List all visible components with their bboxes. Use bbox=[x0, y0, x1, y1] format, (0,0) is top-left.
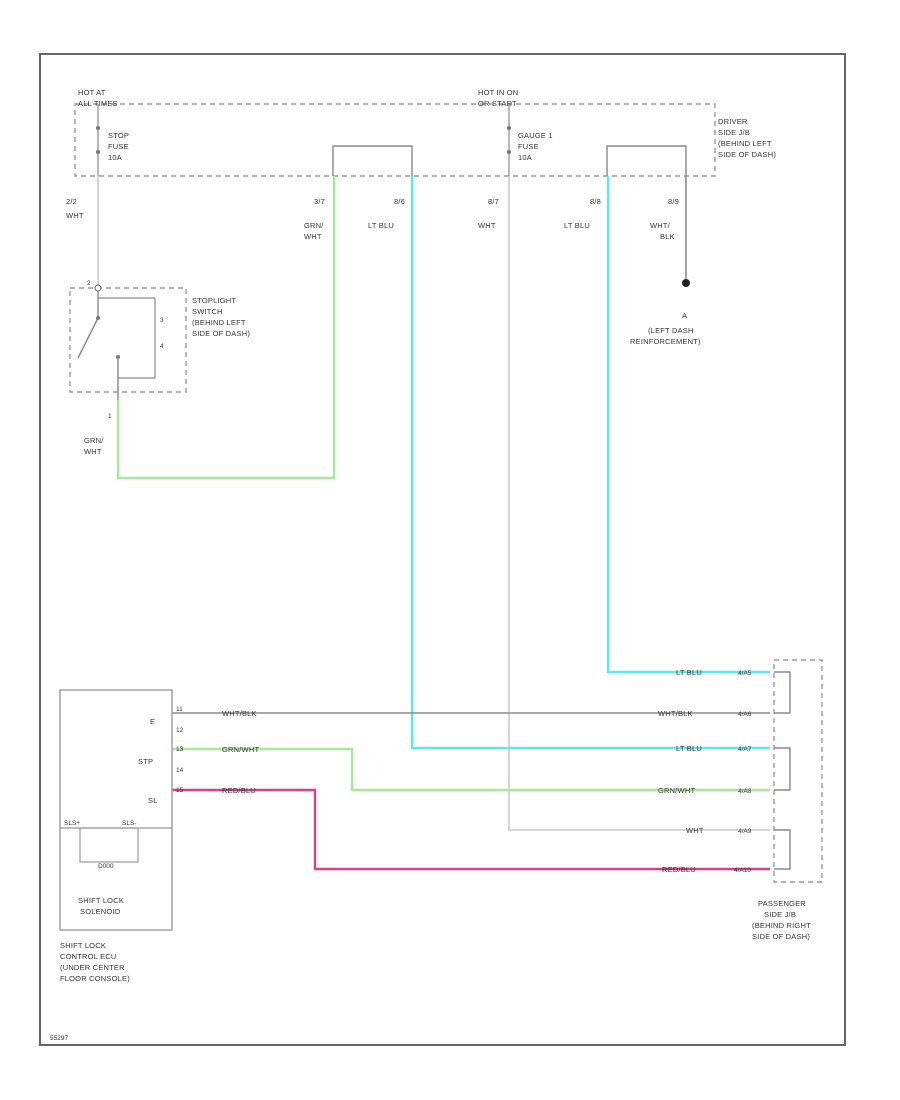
pass-pin-a9: 4/A9 bbox=[738, 828, 752, 835]
wire-label-left-whtblk: WHT/BLK bbox=[222, 709, 257, 718]
solenoid-label-1: SHIFT LOCK bbox=[78, 896, 124, 905]
wire-lt-blu-88 bbox=[606, 176, 770, 674]
solenoid-pin-plus: SLS+ bbox=[64, 820, 80, 827]
driver-junction-block: DRIVER SIDE J/B (BEHIND LEFT SIDE OF DAS… bbox=[74, 103, 776, 177]
ecu-pin-e: E bbox=[150, 717, 155, 726]
ecu-label-3: (UNDER CENTER bbox=[60, 963, 125, 972]
ecu-label-2: CONTROL ECU bbox=[60, 952, 117, 961]
ground-label-1: (LEFT DASH bbox=[648, 326, 694, 335]
switch-label-2: SWITCH bbox=[192, 307, 223, 316]
wire-wht-87 bbox=[508, 176, 770, 831]
svg-text:DRIVER: DRIVER bbox=[718, 117, 748, 126]
wire-grn-wht-switch bbox=[116, 176, 336, 480]
switch-side-pin-3: 3 bbox=[160, 317, 164, 324]
gauge-fuse-l2: FUSE bbox=[518, 142, 539, 151]
pass-pin-a10: 4/A10 bbox=[734, 867, 751, 874]
pin6-num: 8/9 bbox=[668, 197, 679, 206]
switch-label-1: STOPLIGHT bbox=[192, 296, 236, 305]
pin5-color: LT BLU bbox=[564, 221, 590, 230]
pass-jb-label-4: SIDE OF DASH) bbox=[752, 932, 810, 941]
svg-text:SIDE J/B: SIDE J/B bbox=[718, 128, 750, 137]
pin3-num: 8/6 bbox=[394, 197, 405, 206]
pin6-color-b: BLK bbox=[660, 232, 675, 241]
solenoid-inner: D000 bbox=[98, 863, 114, 870]
wire-label-right-5: WHT bbox=[686, 826, 704, 835]
wire-label-right-1: LT BLU bbox=[676, 668, 702, 677]
hot-label-1b: ALL TIMES bbox=[78, 99, 118, 108]
ecu-label-4: FLOOR CONSOLE) bbox=[60, 974, 130, 983]
ecu-pin-num-14: 14 bbox=[176, 767, 184, 774]
ground-point bbox=[682, 279, 690, 287]
switch-pin-bottom: 1 bbox=[108, 413, 112, 420]
pass-pin-a7: 4/A7 bbox=[738, 746, 752, 753]
wire-red-blu-ecu bbox=[172, 788, 770, 871]
stop-fuse-l3: 10A bbox=[108, 153, 122, 162]
wire-label-right-4: GRN/WHT bbox=[658, 786, 695, 795]
wire-label-right-2: WHT/BLK bbox=[658, 709, 693, 718]
driver-jb-label-4: SIDE OF DASH) bbox=[718, 150, 776, 159]
stoplight-switch: 2 3 4 STOPLIGHT SWITCH (BEHIND LEFT SIDE… bbox=[69, 280, 250, 456]
ecu-pin-num-15: 15 bbox=[176, 787, 184, 794]
svg-text:SIDE OF DASH): SIDE OF DASH) bbox=[718, 150, 776, 159]
pin1-num: 2/2 bbox=[66, 197, 77, 206]
wire-label-left-grnwht: GRN/WHT bbox=[222, 745, 259, 754]
solenoid-pin-minus: SLS- bbox=[122, 820, 136, 827]
shift-lock-ecu: E STP SL 11 12 13 14 15 SLS+ SLS- D000 S… bbox=[59, 689, 184, 931]
pin6-color-a: WHT/ bbox=[650, 221, 671, 230]
stop-fuse: STOP FUSE 10A bbox=[96, 104, 129, 176]
passenger-junction-block: 4/A5 4/A6 4/A7 4/A8 4/A9 4/A10 bbox=[734, 659, 823, 883]
wire-label-left-redblu: RED/BLU bbox=[222, 786, 256, 795]
wire-label-right-3: LT BLU bbox=[676, 744, 702, 753]
wire-lt-blu-86 bbox=[410, 176, 770, 750]
diagram-frame bbox=[39, 53, 846, 1046]
hot-label-1a: HOT AT bbox=[78, 88, 106, 97]
stop-fuse-l1: STOP bbox=[108, 131, 129, 140]
driver-jb-label-1: DRIVER bbox=[718, 117, 748, 126]
pass-pin-a6: 4/A6 bbox=[738, 711, 752, 718]
pin1-color: WHT bbox=[66, 211, 84, 220]
gauge-fuse: GAUGE 1 FUSE 10A bbox=[507, 104, 553, 176]
switch-wire-color-a: GRN/ bbox=[84, 436, 104, 445]
hot-label-2a: HOT IN ON bbox=[478, 88, 518, 97]
pin4-num: 8/7 bbox=[488, 197, 499, 206]
stop-fuse-l2: FUSE bbox=[108, 142, 129, 151]
wire-label-right-6: RED/BLU bbox=[662, 865, 696, 874]
driver-jb-label-3: (BEHIND LEFT bbox=[718, 139, 772, 148]
pin2-color-b: WHT bbox=[304, 232, 322, 241]
svg-text:(BEHIND LEFT: (BEHIND LEFT bbox=[718, 139, 772, 148]
pin4-color: WHT bbox=[478, 221, 496, 230]
page-id: 55297 bbox=[50, 1035, 68, 1042]
driver-jb-label-2: SIDE J/B bbox=[718, 128, 750, 137]
gauge-fuse-l3: 10A bbox=[518, 153, 532, 162]
pin2-color-a: GRN/ bbox=[304, 221, 324, 230]
ecu-label-1: SHIFT LOCK bbox=[60, 941, 106, 950]
ground-label-2: REINFORCEMENT) bbox=[630, 337, 701, 346]
pin2-num: 3/7 bbox=[314, 197, 325, 206]
pass-pin-a5: 4/A5 bbox=[738, 670, 752, 677]
pass-pin-a8: 4/A8 bbox=[738, 788, 752, 795]
pin3-color: LT BLU bbox=[368, 221, 394, 230]
ecu-pin-stp: STP bbox=[138, 757, 153, 766]
pin5-num: 8/8 bbox=[590, 197, 601, 206]
gauge-fuse-l1: GAUGE 1 bbox=[518, 131, 553, 140]
hot-label-2b: OR START bbox=[478, 99, 517, 108]
switch-side-pin-4: 4 bbox=[160, 343, 164, 350]
pass-jb-label-1: PASSENGER bbox=[758, 899, 806, 908]
wire-grn-wht-ecu bbox=[172, 747, 770, 792]
pass-jb-label-2: SIDE J/B bbox=[764, 910, 796, 919]
solenoid-label-2: SOLENOID bbox=[80, 907, 121, 916]
switch-wire-color-b: WHT bbox=[84, 447, 102, 456]
ground-id: A bbox=[682, 311, 687, 320]
switch-label-3: (BEHIND LEFT bbox=[192, 318, 246, 327]
ecu-pin-sl: SL bbox=[148, 796, 158, 805]
ecu-pin-num-11: 11 bbox=[176, 706, 183, 713]
pass-jb-label-3: (BEHIND RIGHT bbox=[752, 921, 811, 930]
ecu-pin-num-12: 12 bbox=[176, 727, 184, 734]
ecu-pin-num-13: 13 bbox=[176, 746, 184, 753]
switch-label-4: SIDE OF DASH) bbox=[192, 329, 250, 338]
switch-pin-top: 2 bbox=[87, 280, 91, 287]
